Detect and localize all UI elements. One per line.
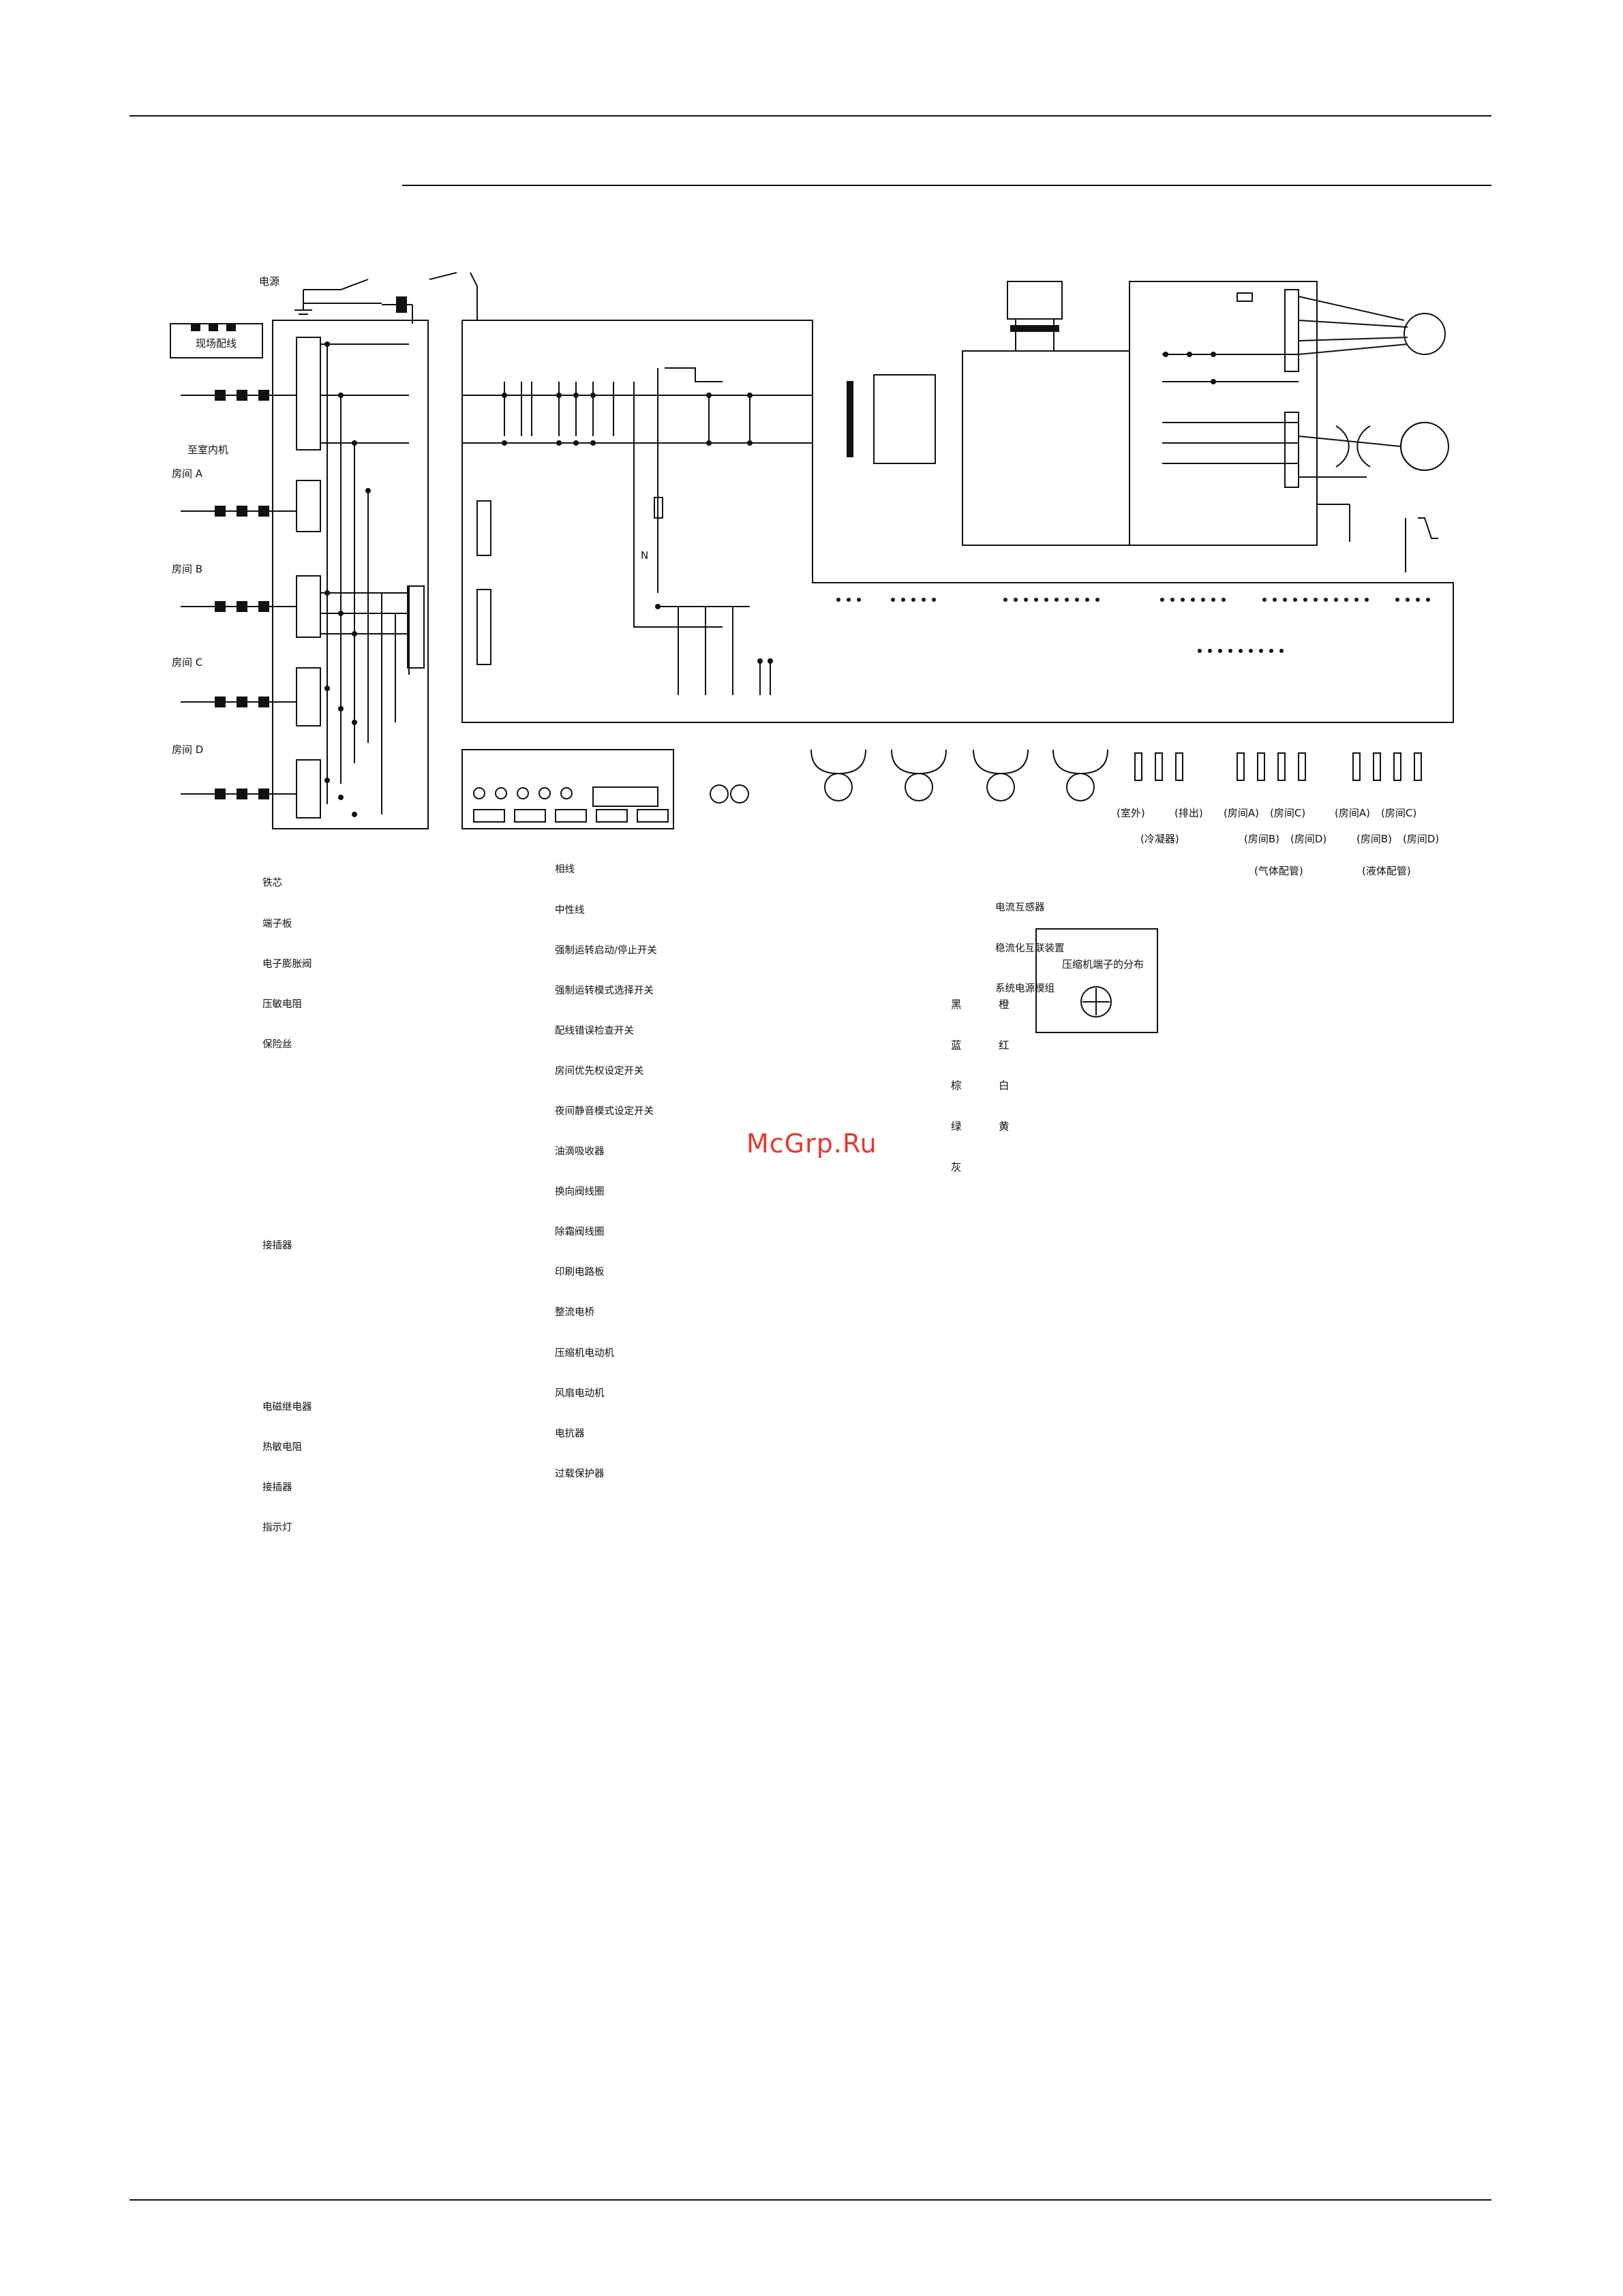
inverter-module — [962, 350, 1130, 546]
legend-right: 电流互感器 稳流化互联装置 系统电源模组 — [995, 875, 1065, 1009]
power-module-pcb — [1129, 281, 1318, 546]
legend-item: 接插器 — [262, 1240, 292, 1252]
wire-color: 蓝 — [951, 1039, 962, 1052]
legend-item: 稳流化互联装置 — [995, 943, 1065, 954]
discharge-label: (排出) — [1174, 807, 1203, 819]
terminal-panel-left — [272, 320, 429, 829]
liquid-pipe-label: (液体配管) — [1362, 865, 1411, 877]
legend-item: 电子膨胀阀 — [262, 958, 312, 970]
legend-item: 系统电源模组 — [995, 983, 1055, 994]
legend-item — [262, 1079, 312, 1092]
legend-item: 配线错误检查开关 — [555, 1025, 634, 1037]
legend-item — [262, 1280, 312, 1294]
wire-color: 棕 — [951, 1080, 962, 1092]
wire-color: 黄 — [999, 1120, 1010, 1133]
room-d-label: 房间 D — [172, 744, 203, 756]
legend-item: 换向阀线圈 — [555, 1187, 605, 1198]
expansion-valve-c — [986, 773, 1015, 801]
legend-item: 端子板 — [262, 918, 292, 930]
legend-item: 铁芯 — [262, 878, 282, 889]
switch-panel — [461, 749, 674, 829]
wire-colors-a: 黑 蓝 棕 绿 灰 — [951, 970, 962, 1187]
legend-item: 强制运转模式选择开关 — [555, 985, 654, 996]
legend-item — [262, 1199, 312, 1213]
legend-item: 指示灯 — [262, 1522, 292, 1533]
room-c-gas-label: (房间C) — [1270, 807, 1305, 819]
legend-item: 整流电桥 — [555, 1307, 594, 1319]
watermark: McGrp.Ru — [746, 1129, 877, 1159]
compressor-terminal-box — [1007, 281, 1063, 320]
compressor-layout-label: 压缩机端子的分布 — [1062, 958, 1144, 970]
legend-middle: 相线 中性线 强制运转启动/停止开关 强制运转模式选择开关 配线错误检查开关 房… — [555, 837, 657, 1495]
legend-item: 中性线 — [555, 904, 585, 916]
room-a-gas-label: (房间A) — [1224, 807, 1259, 819]
legend-item: 油滴吸收器 — [555, 1146, 605, 1158]
room-c-label: 房间 C — [172, 656, 202, 669]
legend-item: 除霜阀线圈 — [555, 1227, 605, 1238]
legend-item: 相线 — [555, 864, 575, 876]
coil-2 — [730, 784, 749, 803]
thermistors — [1134, 752, 1422, 781]
room-b-gas-label: (房间B) — [1244, 833, 1279, 845]
wire-color: 橙 — [999, 998, 1010, 1011]
fan-motor-symbol — [1404, 313, 1446, 355]
legend-item: 强制运转启动/停止开关 — [555, 945, 657, 956]
room-c-liq-label: (房间C) — [1381, 807, 1416, 819]
wire-colors-b: 橙 红 白 黄 — [999, 970, 1010, 1147]
room-a-label: 房间 A — [172, 468, 203, 480]
room-d-liq-label: (房间D) — [1403, 833, 1439, 845]
room-b-liq-label: (房间B) — [1356, 833, 1392, 845]
expansion-valve-d — [1066, 773, 1095, 801]
noise-filter — [504, 367, 750, 628]
condenser-label: (冷凝器) — [1140, 833, 1179, 845]
wire-color: 红 — [999, 1039, 1010, 1052]
wire-color: 灰 — [951, 1161, 962, 1174]
wire-color: 绿 — [951, 1120, 962, 1133]
relay-switches — [678, 607, 771, 695]
legend-item: 印刷电路板 — [555, 1267, 605, 1279]
indicator-lamps — [473, 787, 573, 799]
neutral-label: N — [641, 549, 648, 562]
legend-item: 风扇电动机 — [555, 1388, 605, 1399]
legend-item: 夜间静音模式设定开关 — [555, 1105, 654, 1117]
outdoor-label: (室外) — [1117, 807, 1145, 819]
legend-item: 房间优先权设定开关 — [555, 1065, 644, 1077]
field-wiring-box — [170, 323, 263, 358]
legend-item: 接插器 — [262, 1482, 292, 1493]
to-indoor-label: 至室内机 — [187, 444, 228, 456]
legend-left: 铁芯 端子板 电子膨胀阀 压敏电阻 保险丝 接插器 电磁继电器 热敏电阻 接插器… — [262, 851, 312, 1548]
legend-item — [262, 1159, 312, 1173]
main-pcb-outline — [461, 320, 1454, 723]
legend-item: 电抗器 — [555, 1428, 585, 1439]
legend-item: 电流互感器 — [995, 902, 1045, 914]
expansion-valve-a — [824, 773, 853, 801]
wire-color: 黑 — [951, 998, 962, 1011]
expansion-valve-b — [905, 773, 933, 801]
field-wiring-label: 现场配线 — [196, 337, 237, 350]
legend-item: 热敏电阻 — [262, 1441, 302, 1453]
legend-item — [262, 1361, 312, 1375]
gas-pipe-label: (气体配管) — [1254, 865, 1303, 877]
room-a-liq-label: (房间A) — [1335, 807, 1370, 819]
coil-1 — [710, 784, 729, 803]
compressor-layout-box — [1035, 928, 1158, 1033]
wire-color: 白 — [999, 1080, 1010, 1092]
legend-item — [262, 1119, 312, 1133]
power-label: 电源 — [259, 275, 279, 288]
legend-item — [262, 1320, 312, 1334]
legend-item: 过载保护器 — [555, 1468, 605, 1480]
legend-item: 电磁继电器 — [262, 1401, 312, 1413]
room-b-label: 房间 B — [172, 563, 202, 575]
room-d-gas-label: (房间D) — [1290, 833, 1326, 845]
legend-item: 压敏电阻 — [262, 998, 302, 1010]
legend-item: 保险丝 — [262, 1039, 292, 1050]
legend-item: 压缩机电动机 — [555, 1347, 614, 1359]
reactor-block — [873, 374, 936, 464]
